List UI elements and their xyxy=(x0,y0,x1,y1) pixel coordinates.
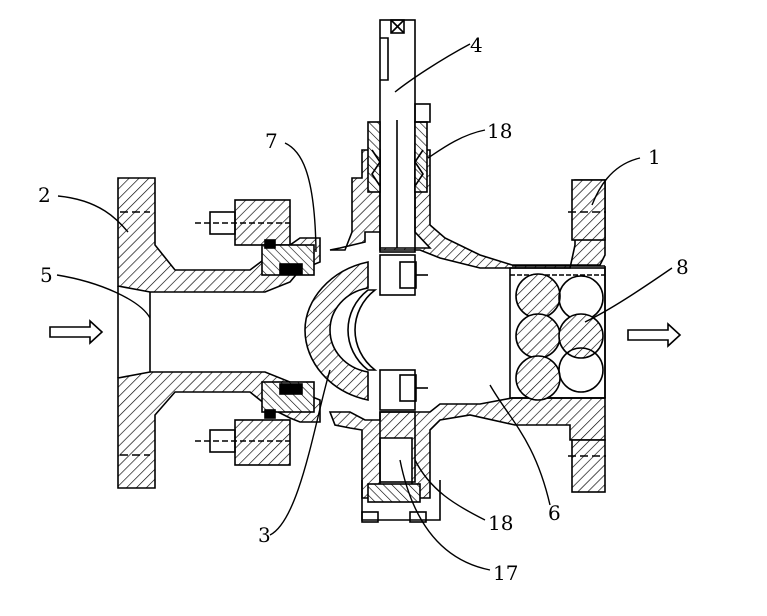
drawing-lines xyxy=(49,19,682,571)
callout-2: 2 xyxy=(38,183,51,207)
lower-bolt-assembly xyxy=(195,419,291,466)
ball-disc xyxy=(304,261,378,401)
callout-17: 17 xyxy=(493,561,518,585)
valve-stem xyxy=(367,19,431,483)
callout-3: 3 xyxy=(258,523,271,547)
callout-4: 4 xyxy=(470,33,483,57)
callout-labels: 1 2 3 4 5 6 7 8 17 18 18 xyxy=(38,33,689,585)
callout-5: 5 xyxy=(40,263,53,287)
ball-pack xyxy=(509,267,606,401)
callout-18-upper: 18 xyxy=(487,119,512,143)
outlet-arrow xyxy=(627,322,682,348)
callout-18-lower: 18 xyxy=(488,511,513,535)
callout-8: 8 xyxy=(676,255,689,279)
callout-1: 1 xyxy=(648,145,661,169)
seal-ring xyxy=(261,239,315,419)
inlet-arrow xyxy=(49,319,104,345)
callout-6: 6 xyxy=(548,501,561,525)
upper-bolt-assembly xyxy=(195,199,291,246)
callout-7: 7 xyxy=(265,129,278,153)
leader-lines xyxy=(56,43,673,571)
